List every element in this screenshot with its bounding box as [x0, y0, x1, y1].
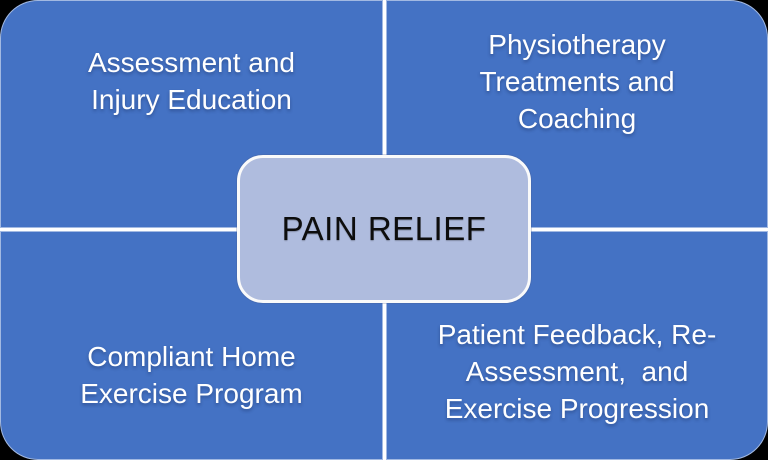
- quadrant-label-bottom-left: Compliant Home Exercise Program: [0, 338, 383, 412]
- quadrant-line: Compliant Home: [87, 341, 296, 372]
- quadrant-line: Patient Feedback, Re-: [437, 319, 717, 350]
- quadrant-line: Treatments and: [479, 66, 675, 97]
- quadrant-label-bottom-right: Patient Feedback, Re- Assessment, and Ex…: [386, 316, 768, 427]
- quadrant-line: Physiotherapy: [488, 29, 666, 60]
- quadrant-line: Assessment and: [88, 47, 295, 78]
- quadrant-line: Exercise Progression: [444, 393, 710, 424]
- quadrant-label-top-right: Physiotherapy Treatments and Coaching: [386, 26, 768, 137]
- center-label: PAIN RELIEF: [281, 210, 487, 247]
- quadrant-label-top-left: Assessment and Injury Education: [0, 44, 383, 118]
- quadrant-line: Coaching: [517, 103, 637, 134]
- quadrant-line: Exercise Program: [80, 378, 303, 409]
- quadrant-line: Assessment, and: [465, 356, 689, 387]
- center-node: PAIN RELIEF: [237, 155, 531, 303]
- quadrant-line: Injury Education: [91, 84, 292, 115]
